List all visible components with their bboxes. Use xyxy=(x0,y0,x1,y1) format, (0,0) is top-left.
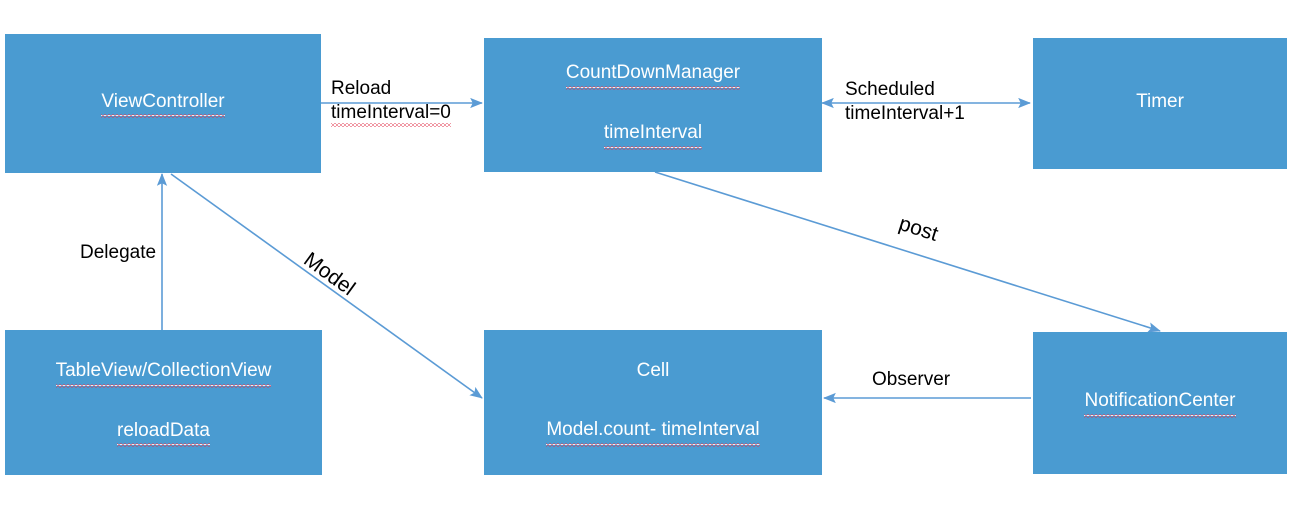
edge-label-reload: Reload timeInterval=0 xyxy=(331,77,481,127)
edge-label-scheduled: Scheduled timeInterval+1 xyxy=(845,78,1015,128)
node-table-view-line-1: reloadData xyxy=(117,420,210,448)
node-view-controller[interactable]: ViewController xyxy=(5,34,321,173)
node-notification-center[interactable]: NotificationCenter xyxy=(1033,332,1287,474)
node-cell-line-0: Cell xyxy=(636,360,670,382)
edge-label-reload-bottom-wrap: timeInterval=0 xyxy=(331,101,481,127)
edge-label-scheduled-bottom: timeInterval+1 xyxy=(845,102,965,124)
edge-label-delegate: Delegate xyxy=(80,242,157,263)
edge-label-post: post xyxy=(896,212,941,246)
edge-label-model: Model xyxy=(299,248,360,301)
edge-label-reload-top: Reload xyxy=(331,78,392,99)
node-timer-line-0: Timer xyxy=(1136,91,1184,113)
node-count-down-manager-line-1: timeInterval xyxy=(603,122,703,150)
node-table-view-collection-view[interactable]: TableView/CollectionView reloadData xyxy=(5,330,322,475)
node-notification-center-line-0: NotificationCenter xyxy=(1084,390,1236,418)
node-table-view-line-0: TableView/CollectionView xyxy=(55,360,272,388)
edge-label-observer: Observer xyxy=(872,369,951,390)
node-count-down-manager-line-0: CountDownManager xyxy=(565,62,741,90)
node-cell[interactable]: Cell Model.count- timeInterval xyxy=(484,330,822,475)
edge-post-line xyxy=(654,171,1161,333)
edge-label-scheduled-bottom-wrap: timeInterval+1 xyxy=(845,102,1015,128)
edge-label-scheduled-top: Scheduled xyxy=(845,79,935,100)
node-view-controller-line-0: ViewController xyxy=(101,91,225,119)
node-count-down-manager[interactable]: CountDownManager timeInterval xyxy=(484,38,822,172)
edge-label-reload-bottom: timeInterval=0 xyxy=(331,101,451,127)
node-cell-line-1: Model.count- timeInterval xyxy=(546,419,760,447)
node-timer[interactable]: Timer xyxy=(1033,38,1287,169)
